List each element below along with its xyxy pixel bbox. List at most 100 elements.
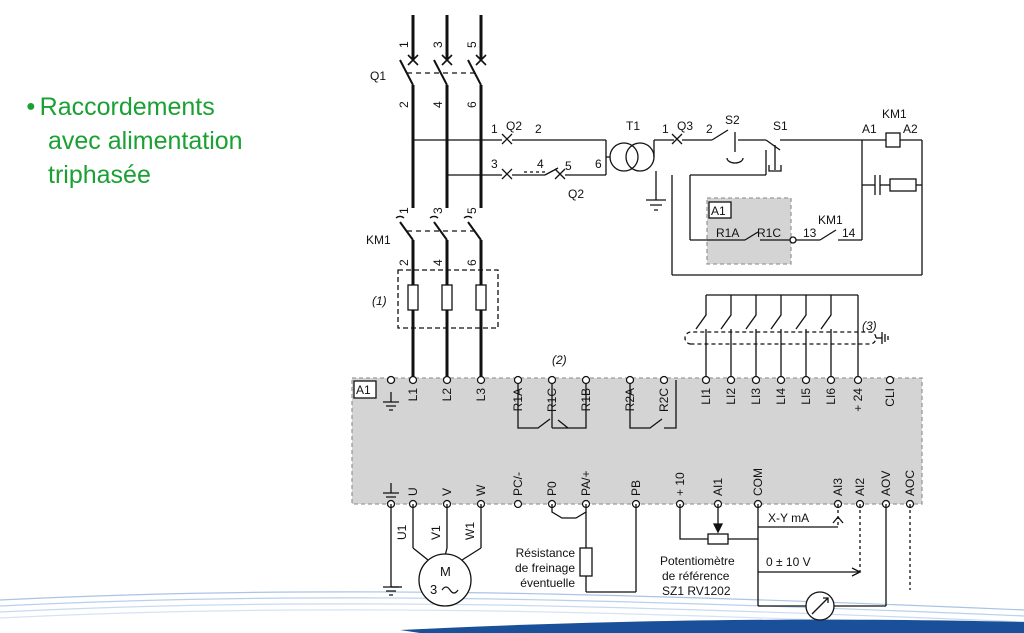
q2-t4: 4 xyxy=(537,157,544,171)
km1-coil-label: KM1 xyxy=(882,107,907,121)
bullet-icon: ● xyxy=(26,98,36,115)
drive-top-terminal-label-3: R1A xyxy=(511,388,525,411)
s2-label: S2 xyxy=(725,113,740,127)
drive-bottom-terminal-label-0: U xyxy=(406,487,420,496)
drive-top-terminal-4 xyxy=(547,375,557,385)
motor-wire-u1: U1 xyxy=(395,524,409,540)
motor-wiring xyxy=(383,504,482,607)
drive-bottom-terminal-label-1: V xyxy=(440,488,454,496)
drive-top-terminal-0 xyxy=(408,375,418,385)
a1-relay-box xyxy=(690,197,862,265)
q2-t5: 5 xyxy=(565,159,572,173)
drive-top-terminal-6 xyxy=(625,375,635,385)
resistor-caption-1: Résistance xyxy=(516,546,576,560)
drive-top-terminal-label-2: L3 xyxy=(474,388,488,402)
coil-a2: A2 xyxy=(903,122,918,136)
drive-top-terminal-label-4: R1C xyxy=(545,388,559,412)
drive-top-terminal-12 xyxy=(801,375,811,385)
q1-bottom-4: 4 xyxy=(431,101,445,108)
motor-symbol xyxy=(418,553,472,607)
slide-title: ●Raccordements avec alimentation triphas… xyxy=(26,90,243,192)
note-1: (1) xyxy=(372,294,387,308)
drive-block xyxy=(351,377,923,505)
pot-caption-1: Potentiomètre xyxy=(660,554,735,568)
potentiometer xyxy=(679,504,911,621)
drive-label: A1 xyxy=(356,383,371,397)
control-circuit xyxy=(413,129,923,276)
km1-contactor xyxy=(395,215,482,241)
title-line-1: ●Raccordements xyxy=(26,93,215,121)
drive-top-terminal-1 xyxy=(442,375,452,385)
drive-bottom-terminal-label-12: AOV xyxy=(879,471,893,496)
volt-label: 0 ± 10 V xyxy=(766,555,811,569)
drive-bottom-terminal-label-8: AI1 xyxy=(711,478,725,496)
q2-label-2: Q2 xyxy=(568,187,584,201)
drive-bottom-terminal-label-11: AI2 xyxy=(853,478,867,496)
xy-label: X-Y mA xyxy=(768,511,809,525)
footer-wave xyxy=(0,591,1024,633)
drive-top-terminal-2 xyxy=(476,375,486,385)
drive-bottom-terminal-label-2: W xyxy=(474,484,488,496)
pot-caption-3: SZ1 RV1202 xyxy=(662,584,731,598)
note-3: (3) xyxy=(862,319,877,333)
drive-bottom-terminal-label-4: P0 xyxy=(545,481,559,496)
drive-top-terminal-label-10: LI3 xyxy=(749,388,763,405)
km1-top-1: 1 xyxy=(397,207,411,214)
motor-label: M xyxy=(440,564,451,579)
drive-bottom-terminal-label-3: PC/- xyxy=(511,472,525,496)
drive-top-terminal-label-6: R2A xyxy=(623,388,637,411)
q1-bottom-2: 2 xyxy=(397,101,411,108)
km1-bottom-6: 6 xyxy=(465,259,479,266)
km1-top-3: 3 xyxy=(431,207,445,214)
q2-label: Q2 xyxy=(506,119,522,133)
labels: 1 3 5 Q1 2 4 6 1 3 5 KM1 2 4 6 (1) 1 Q2 … xyxy=(356,41,918,598)
drive-top-terminal-label-9: LI2 xyxy=(724,388,738,405)
q3-t2: 2 xyxy=(706,122,713,136)
drive-top-terminal-9 xyxy=(726,375,736,385)
a1-r1a: R1A xyxy=(716,226,739,240)
q2-t3: 3 xyxy=(491,157,498,171)
drive-top-terminal-10 xyxy=(751,375,761,385)
t1-label: T1 xyxy=(626,119,640,133)
power-lines xyxy=(411,15,483,380)
supply-term-3: 3 xyxy=(431,41,445,48)
motor-phase: 3 xyxy=(430,582,437,597)
coil-a1: A1 xyxy=(862,122,877,136)
q3-label: Q3 xyxy=(677,119,693,133)
drive-top-terminal-label-8: LI1 xyxy=(699,388,713,405)
q2-t6: 6 xyxy=(595,157,602,171)
fuse-box xyxy=(397,269,499,329)
drive-top-terminal-14 xyxy=(853,375,863,385)
drive-top-terminal-7 xyxy=(659,375,669,385)
drive-top-terminal-3 xyxy=(513,375,523,385)
t1-t1: 1 xyxy=(662,122,669,136)
q1-label: Q1 xyxy=(370,69,386,83)
drive-top-terminal-label-15: CLI xyxy=(883,388,897,407)
drive-bottom-terminal-3 xyxy=(513,499,523,509)
drive-top-terminal-8 xyxy=(701,375,711,385)
drive-top-earth-terminal xyxy=(386,375,396,385)
drive-bottom-terminal-label-6: PB xyxy=(629,480,643,496)
title-line-3: triphasée xyxy=(48,161,151,189)
q2-t1: 1 xyxy=(491,122,498,136)
li-switches xyxy=(684,294,889,380)
q1-bottom-6: 6 xyxy=(465,101,479,108)
drive-top-terminal-13 xyxy=(826,375,836,385)
drive-bottom-terminal-label-9: COM xyxy=(751,468,765,496)
supply-term-5: 5 xyxy=(465,41,479,48)
q2-t2: 2 xyxy=(535,122,542,136)
a1-r1c: R1C xyxy=(757,226,781,240)
km1-bottom-4: 4 xyxy=(431,259,445,266)
drive-top-terminal-label-14: + 24 xyxy=(851,388,865,412)
pot-caption-2: de référence xyxy=(662,569,730,583)
drive-top-terminal-label-5: R1B xyxy=(579,388,593,411)
drive-bottom-terminal-label-7: + 10 xyxy=(673,472,687,496)
supply-term-1: 1 xyxy=(397,41,411,48)
km1-bottom-2: 2 xyxy=(397,259,411,266)
drive-top-terminal-label-13: LI6 xyxy=(824,388,838,405)
resistor-caption-3: éventuelle xyxy=(520,576,575,590)
motor-wire-w1: W1 xyxy=(463,522,477,540)
drive-top-terminal-label-1: L2 xyxy=(440,388,454,402)
drive-bottom-terminal-label-10: AI3 xyxy=(831,478,845,496)
